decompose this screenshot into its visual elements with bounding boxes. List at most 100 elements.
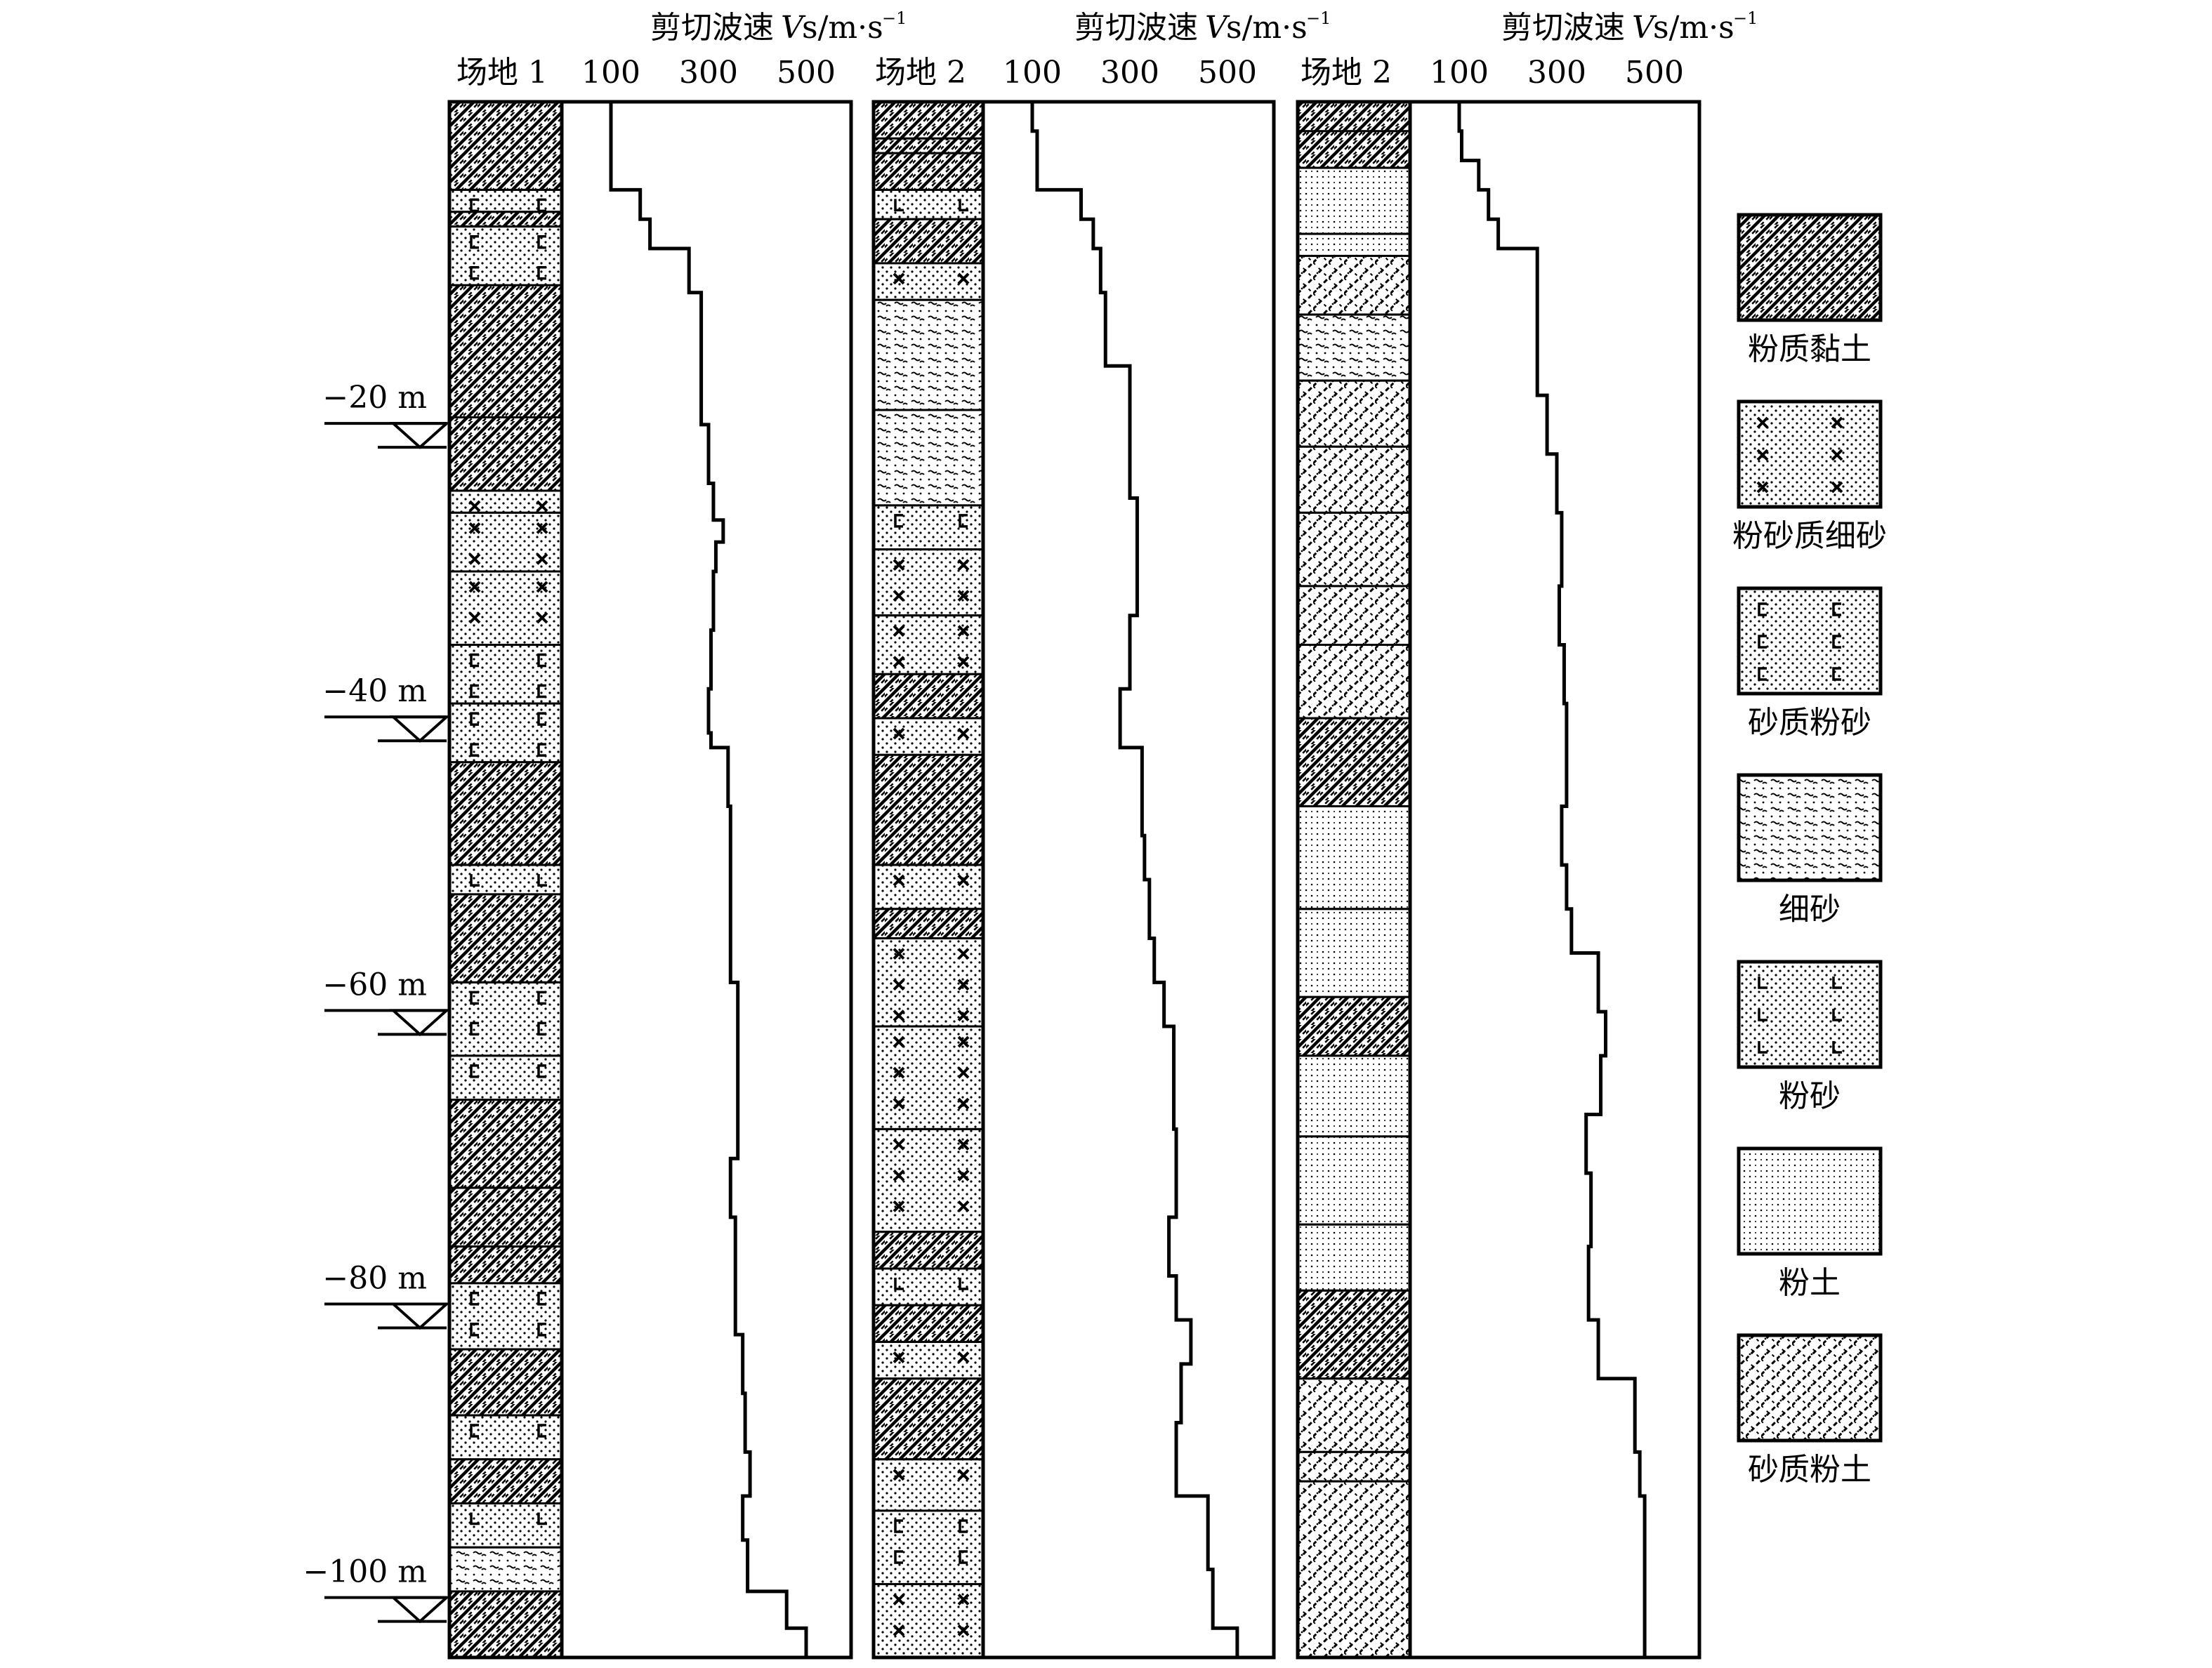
water-level-icon bbox=[389, 1302, 451, 1330]
layer-marker bbox=[893, 874, 970, 887]
title-label: 剪切波速 bbox=[1074, 10, 1198, 46]
soil-layer-clay bbox=[872, 1304, 985, 1344]
soil-layer-clay bbox=[1296, 130, 1411, 169]
soil-layer-ssoil bbox=[1296, 445, 1411, 514]
site-label: 场地 1 bbox=[456, 55, 548, 91]
velocity-tick-label: 100 bbox=[1430, 55, 1489, 91]
legend-item: 粉土 bbox=[1737, 1146, 1883, 1301]
depth-label: −80 m bbox=[322, 1260, 427, 1296]
title-unit: s/m·s bbox=[802, 10, 883, 46]
soil-layer-clay bbox=[872, 673, 985, 720]
layer-marker bbox=[470, 712, 546, 757]
legend-label: 细砂 bbox=[1779, 892, 1841, 927]
title-unit: s/m·s bbox=[1653, 10, 1734, 46]
soil-layer-clay bbox=[448, 761, 563, 866]
water-level-icon bbox=[389, 1009, 451, 1037]
soil-layer-clay bbox=[448, 893, 563, 984]
soil-layers bbox=[872, 100, 985, 1659]
legend-item: 砂质粉砂 bbox=[1737, 586, 1883, 741]
velocity-tick-label: 300 bbox=[1100, 55, 1159, 91]
soil-layer-soil bbox=[1296, 805, 1411, 911]
soil-layer-clay bbox=[448, 284, 563, 418]
legend-label: 粉土 bbox=[1779, 1265, 1841, 1301]
soil-layer-silt bbox=[448, 1502, 563, 1549]
soil-layer-clay bbox=[872, 1231, 985, 1270]
site-1-header: 剪切波速 V s/m·s −1 场地 1 bbox=[456, 8, 907, 91]
legend-item: 砂质粉土 bbox=[1737, 1333, 1883, 1488]
depth-markers: −20 m−40 m−60 m−80 m−100 m bbox=[303, 380, 451, 1624]
velocity-tick-label: 100 bbox=[581, 55, 640, 91]
legend-swatch bbox=[1737, 960, 1883, 1069]
title-exponent: −1 bbox=[882, 8, 907, 28]
layer-marker bbox=[894, 514, 968, 528]
soil-layer-ssoil bbox=[1296, 511, 1411, 588]
soil-layer-soil bbox=[1296, 166, 1411, 235]
soil-layer-ssoil bbox=[1296, 255, 1411, 316]
soil-layer-soil bbox=[1296, 1054, 1411, 1138]
legend-item: 粉质黏土 bbox=[1737, 213, 1883, 367]
soil-layer-clay bbox=[872, 908, 985, 940]
legend-label: 砂质粉土 bbox=[1748, 1452, 1871, 1488]
soil-layer-clay bbox=[872, 100, 985, 140]
water-level-icon bbox=[389, 715, 451, 743]
layer-marker bbox=[470, 653, 546, 699]
layer-marker bbox=[893, 1351, 970, 1363]
soil-layer-clay bbox=[448, 1458, 563, 1504]
soil-layer-silt bbox=[872, 1267, 985, 1306]
soil-layer-clay bbox=[448, 1099, 563, 1189]
layer-marker bbox=[893, 727, 970, 740]
layer-marker bbox=[470, 1064, 546, 1078]
soil-layer-clay bbox=[448, 1590, 563, 1659]
soil-layer-clay bbox=[872, 753, 985, 866]
legend-label: 粉砂 bbox=[1779, 1078, 1841, 1114]
soil-layer-ssoil bbox=[1296, 1480, 1411, 1659]
soil-layer-ssoil bbox=[1296, 1377, 1411, 1453]
depth-label: −100 m bbox=[303, 1554, 427, 1590]
layer-marker bbox=[470, 874, 547, 887]
column-frame bbox=[871, 100, 1276, 1660]
soil-layer-clay bbox=[448, 416, 563, 492]
layer-marker bbox=[894, 1519, 968, 1564]
layer-marker bbox=[470, 1424, 546, 1438]
soil-layer-ssoil bbox=[1296, 379, 1411, 448]
soil-layer-clay bbox=[872, 152, 985, 191]
layer-marker bbox=[893, 948, 970, 1022]
soil-layer-clay bbox=[448, 1245, 563, 1285]
soil-layer-soil bbox=[1296, 1223, 1411, 1292]
layer-marker bbox=[893, 559, 970, 602]
depth-marker: −100 m bbox=[303, 1554, 451, 1624]
layer-marker bbox=[893, 1594, 970, 1636]
depth-marker: −40 m bbox=[322, 673, 451, 743]
legend-swatch bbox=[1737, 1146, 1883, 1256]
soil-layer-clay bbox=[1296, 100, 1411, 133]
legend-item: 细砂 bbox=[1737, 773, 1883, 927]
velocity-tick-label: 300 bbox=[679, 55, 738, 91]
site-label: 场地 2 bbox=[1301, 55, 1392, 91]
soil-layer-fs bbox=[1296, 313, 1411, 382]
depth-label: −60 m bbox=[322, 967, 427, 1002]
soil-layer-fs bbox=[872, 409, 985, 507]
soil-layer-clay bbox=[1296, 717, 1411, 807]
soil-layer-clay bbox=[448, 211, 563, 228]
soil-layer-ssoil bbox=[1296, 585, 1411, 647]
layer-marker bbox=[470, 1292, 546, 1337]
layer-marker bbox=[470, 1512, 547, 1525]
site-3-header: 剪切波速 V s/m·s −1 场地 2 bbox=[1301, 8, 1758, 91]
legend-label: 粉砂质细砂 bbox=[1732, 518, 1887, 554]
soil-layer-clay bbox=[872, 137, 985, 154]
title-variable: V bbox=[781, 10, 806, 46]
soil-layer-soil bbox=[1296, 232, 1411, 258]
soil-layer-ssoil bbox=[1296, 1450, 1411, 1483]
legend-label: 砂质粉砂 bbox=[1748, 705, 1871, 741]
velocity-tick-label: 100 bbox=[1003, 55, 1062, 91]
soil-layers bbox=[448, 100, 563, 1659]
layer-marker bbox=[893, 1469, 970, 1481]
vs-profile-line bbox=[1030, 102, 1239, 1657]
layer-marker bbox=[893, 272, 970, 285]
soil-layer-clay bbox=[872, 1377, 985, 1461]
